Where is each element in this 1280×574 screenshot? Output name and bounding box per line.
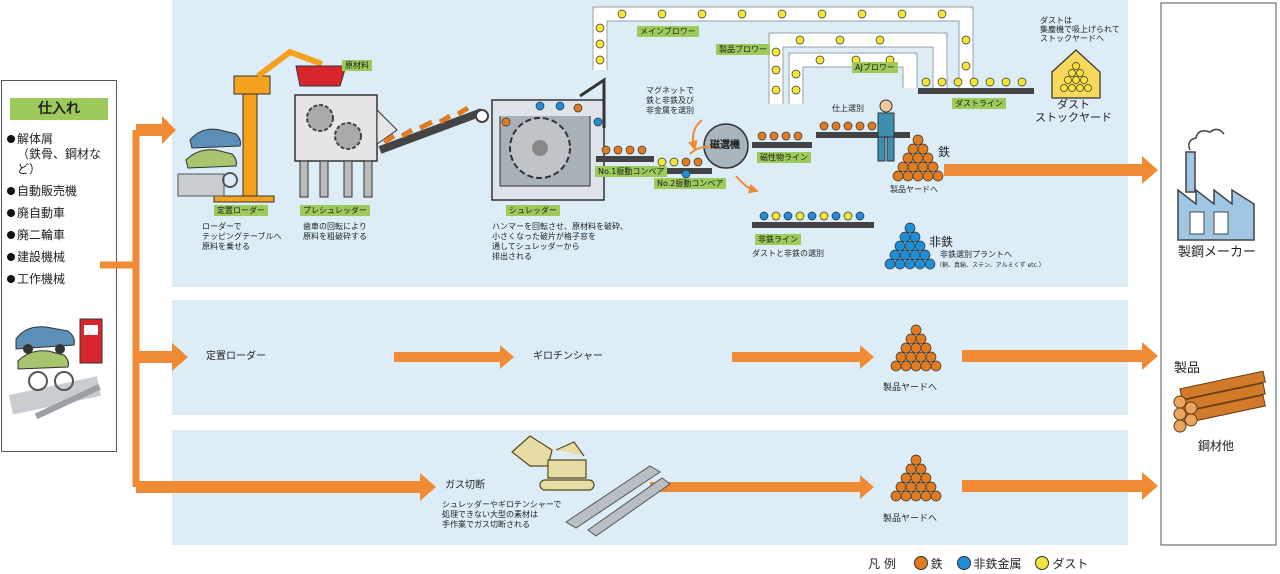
list-item: 工作機械: [7, 272, 116, 287]
source-title: 仕入れ: [10, 98, 108, 120]
flow-arrow-row3-b: [962, 472, 1158, 500]
iron-pile-row2: [890, 324, 942, 372]
stationary-loader-desc: ローダーで テッピングテーブルへ 原料を乗せる: [202, 222, 282, 251]
nonferrous-particles: [535, 101, 865, 221]
pre-shredder-tag: プレシュレッダー: [300, 205, 370, 216]
source-list: 解体屑（鉄骨、鋼材など） 自動販売機 廃自動車 廃二輪車 建設機械 工作機械: [7, 132, 116, 294]
scrap-pile-illustration: [8, 318, 103, 420]
product-label: 製品: [1174, 361, 1201, 376]
flow-arrow-row2-a: [394, 345, 514, 369]
dust-line-tag: ダストライン: [952, 98, 1006, 109]
destination-panel: [1160, 2, 1277, 546]
nonferrous-pile: [884, 222, 936, 270]
steelmaker-label: 製鋼メーカー: [1178, 245, 1257, 260]
flow-arrow-row2-b: [732, 345, 874, 369]
flow-arrow-row2-c: [962, 342, 1158, 370]
row3-gas-cut-label: ガス切断: [445, 480, 485, 491]
iron-particles: [501, 103, 889, 167]
nonferrous-label: 非鉄: [929, 235, 954, 249]
nonferrous-note: ダストと非鉄の選別: [752, 249, 824, 258]
factory-icon: [1177, 128, 1255, 241]
incline-conveyor: [378, 105, 489, 154]
pre-shredder-illustration: [294, 94, 398, 198]
list-item: 廃二輪車: [7, 228, 116, 243]
row3-gas-cut-desc: シュレッダーやギロチンシャーで 処理できない大型の素材は 手作業でガス切断される: [442, 500, 562, 529]
shredder-desc: ハンマーを回転させ、原材料を破砕、 小さくなった破片が格子窓を 通してシュレッダ…: [492, 222, 628, 261]
legend-item-nonferrous: 非鉄金属: [956, 556, 1022, 571]
dust-stockyard-label: ダスト ストックヤード: [1035, 98, 1112, 124]
dust-particles: [595, 9, 1027, 221]
legend-title: 凡 例: [868, 557, 896, 571]
shredder-tag: シュレッダー: [506, 205, 560, 216]
flow-arrow-to-row2: [136, 343, 188, 371]
steel-label: 鋼材他: [1198, 439, 1235, 453]
flow-arrow-row3-a: [650, 475, 874, 499]
pre-shredder-desc: 歯車の回転により 原料を粗破砕する: [303, 222, 367, 241]
main-blower-tag: メインブロワー: [637, 26, 699, 37]
legend-item-dust: ダスト: [1035, 556, 1088, 571]
shredder-illustration: [491, 77, 606, 201]
steel-beams-illustration: [565, 465, 671, 537]
magnetic-line-tag: 磁性物ライン: [757, 152, 811, 163]
list-item: 廃自動車: [7, 206, 116, 221]
conveyor2-tag: No.2振動コンベア: [654, 178, 727, 189]
iron-label: 鉄: [938, 145, 951, 159]
product-blower-tag: 製品ブロワー: [716, 44, 770, 55]
magnetic-separator-label: 磁選機: [710, 140, 740, 151]
raw-material-tag: 原材料: [342, 60, 372, 71]
finishing-label: 仕上選別: [832, 104, 864, 113]
conveyor1-tag: No.1振動コンベア: [595, 166, 668, 177]
iron-yard-label: 製品ヤードへ: [890, 185, 938, 194]
stationary-loader-illustration: [177, 48, 347, 203]
list-item: 解体屑（鉄骨、鋼材など）: [7, 132, 116, 177]
stationary-loader-tag: 定置ローダー: [214, 205, 268, 216]
flow-arrow-to-row3: [136, 473, 436, 501]
row2-yard-label: 製品ヤードへ: [883, 383, 938, 393]
iron-pile-row1: [892, 134, 944, 182]
nonferrous-line-tag: 非鉄ライン: [755, 234, 801, 245]
nonferrous-plant-label: 非鉄選別プラントへ: [940, 250, 1012, 259]
aj-blower-tag: AJブロワー: [852, 62, 898, 73]
legend: 凡 例 鉄 非鉄金属 ダスト: [868, 556, 1088, 572]
row2-loader-label: 定置ローダー: [206, 351, 266, 362]
flow-arrow-to-shredder: [136, 116, 176, 144]
dust-note: ダストは 集塵機で吸上げられて ストックヤードへ: [1040, 16, 1120, 43]
iron-pile-row3: [890, 454, 942, 502]
excavator-illustration: [511, 435, 595, 491]
worker-illustration: [877, 99, 895, 162]
legend-item-iron: 鉄: [913, 556, 943, 571]
steel-bundle-icon: [1173, 370, 1266, 433]
list-item: 自動販売機: [7, 184, 116, 199]
nonferrous-plant-sub: （銅、真鍮、ステン、アルミくず etc.）: [936, 262, 1045, 269]
list-item: 建設機械: [7, 250, 116, 265]
flow-arrow-iron-to-steelmaker: [944, 156, 1158, 184]
magnetic-separator-illustration: [687, 119, 759, 194]
row3-yard-label: 製品ヤードへ: [883, 514, 938, 524]
dust-stockyard-icon: [1051, 49, 1101, 99]
flow-arrow-left-trunk: [100, 130, 140, 487]
row2-guillotine-label: ギロチンシャー: [533, 351, 603, 362]
magnet-note: マグネットで 鉄と非鉄及び 非金属を選別: [646, 86, 694, 115]
